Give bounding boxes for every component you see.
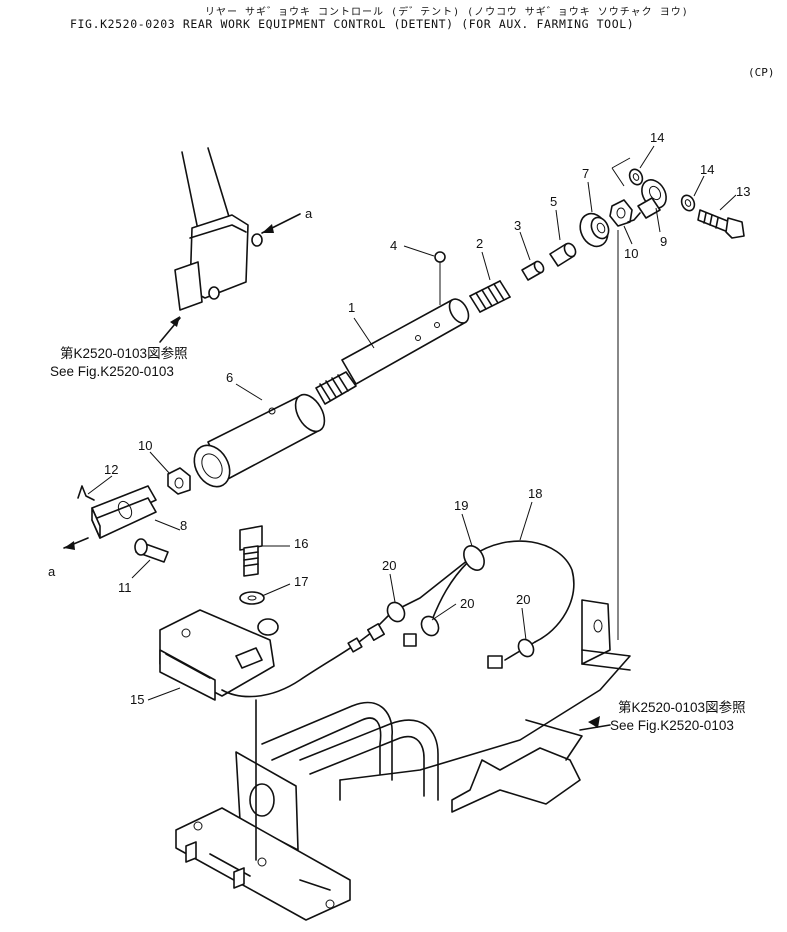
bolt-16 [239, 525, 263, 577]
callout-15: 15 [130, 692, 144, 707]
callout-11: 11 [118, 580, 132, 595]
callout-19: 19 [454, 498, 468, 513]
callout-7: 7 [582, 166, 589, 181]
model-code: (CP) [748, 66, 775, 79]
callout-6: 6 [226, 370, 233, 385]
washer-17 [239, 591, 265, 605]
callout-18: 18 [528, 486, 542, 501]
collar [579, 212, 610, 248]
arrow-label-a-bottom: a [48, 564, 56, 579]
callout-3: 3 [514, 218, 521, 233]
header-japanese-line: リヤー サギ゛ョウキ コントロール (デ゛テント) (ノウコウ サギ゛ョウキ ソ… [205, 7, 689, 18]
callout-20-mid: 20 [460, 596, 474, 611]
callout-10-top: 10 [624, 246, 638, 261]
callout-4: 4 [390, 238, 397, 253]
callout-8: 8 [180, 518, 187, 533]
ref-lower-en: See Fig.K2520-0103 [610, 718, 734, 733]
wire-harness [221, 540, 575, 698]
callout-17: 17 [294, 574, 308, 589]
clevis [63, 485, 157, 550]
washer-14-right [680, 194, 696, 212]
callout-13: 13 [736, 184, 750, 199]
detent-switch [159, 609, 279, 701]
bolt-13 [697, 209, 745, 239]
callout-12: 12 [104, 462, 118, 477]
steel-ball-4 [434, 251, 446, 305]
pin-11 [134, 538, 169, 563]
figure-title: FIG.K2520-0203 REAR WORK EQUIPMENT CONTR… [70, 17, 635, 31]
shaft-cover [193, 393, 326, 488]
callout-14-right: 14 [700, 162, 714, 177]
detent-shaft [315, 298, 470, 405]
callout-14-left: 14 [650, 130, 664, 145]
leader-lines [87, 145, 737, 701]
callout-16: 16 [294, 536, 308, 551]
callout-10-lower: 10 [138, 438, 152, 453]
detent-plug [521, 260, 545, 281]
callout-20-left: 20 [382, 558, 396, 573]
ref-upper-en: See Fig.K2520-0103 [50, 364, 174, 379]
callout-20-right: 20 [516, 592, 530, 607]
callout-1: 1 [348, 300, 355, 315]
detent-spring [469, 280, 511, 313]
mounting-frame [175, 599, 631, 921]
nut-lower [167, 467, 191, 495]
callout-2: 2 [476, 236, 483, 251]
lever-bracket-ref-top [159, 147, 301, 343]
callout-9: 9 [660, 234, 667, 249]
washer-14-left [628, 168, 644, 186]
adjust-screw [549, 242, 577, 267]
eye-joint [627, 179, 667, 223]
cotter-pin [77, 485, 95, 501]
arrow-label-a-top: a [305, 206, 313, 221]
callout-labels: 1 2 3 4 5 6 7 8 9 10 10 11 12 13 14 14 1… [104, 130, 750, 707]
ref-upper-jp: 第K2520-0103図参照 [60, 345, 188, 361]
callout-5: 5 [550, 194, 557, 209]
ref-lower-jp: 第K2520-0103図参照 [618, 699, 746, 715]
